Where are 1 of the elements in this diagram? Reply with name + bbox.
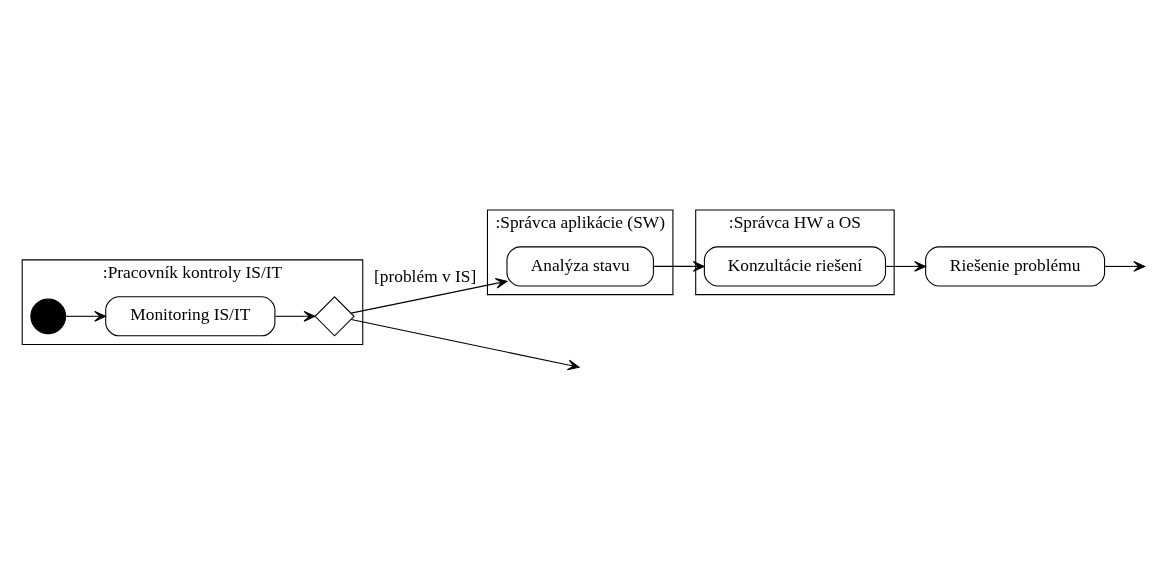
edge-label: [problém v IS] [374, 267, 477, 287]
